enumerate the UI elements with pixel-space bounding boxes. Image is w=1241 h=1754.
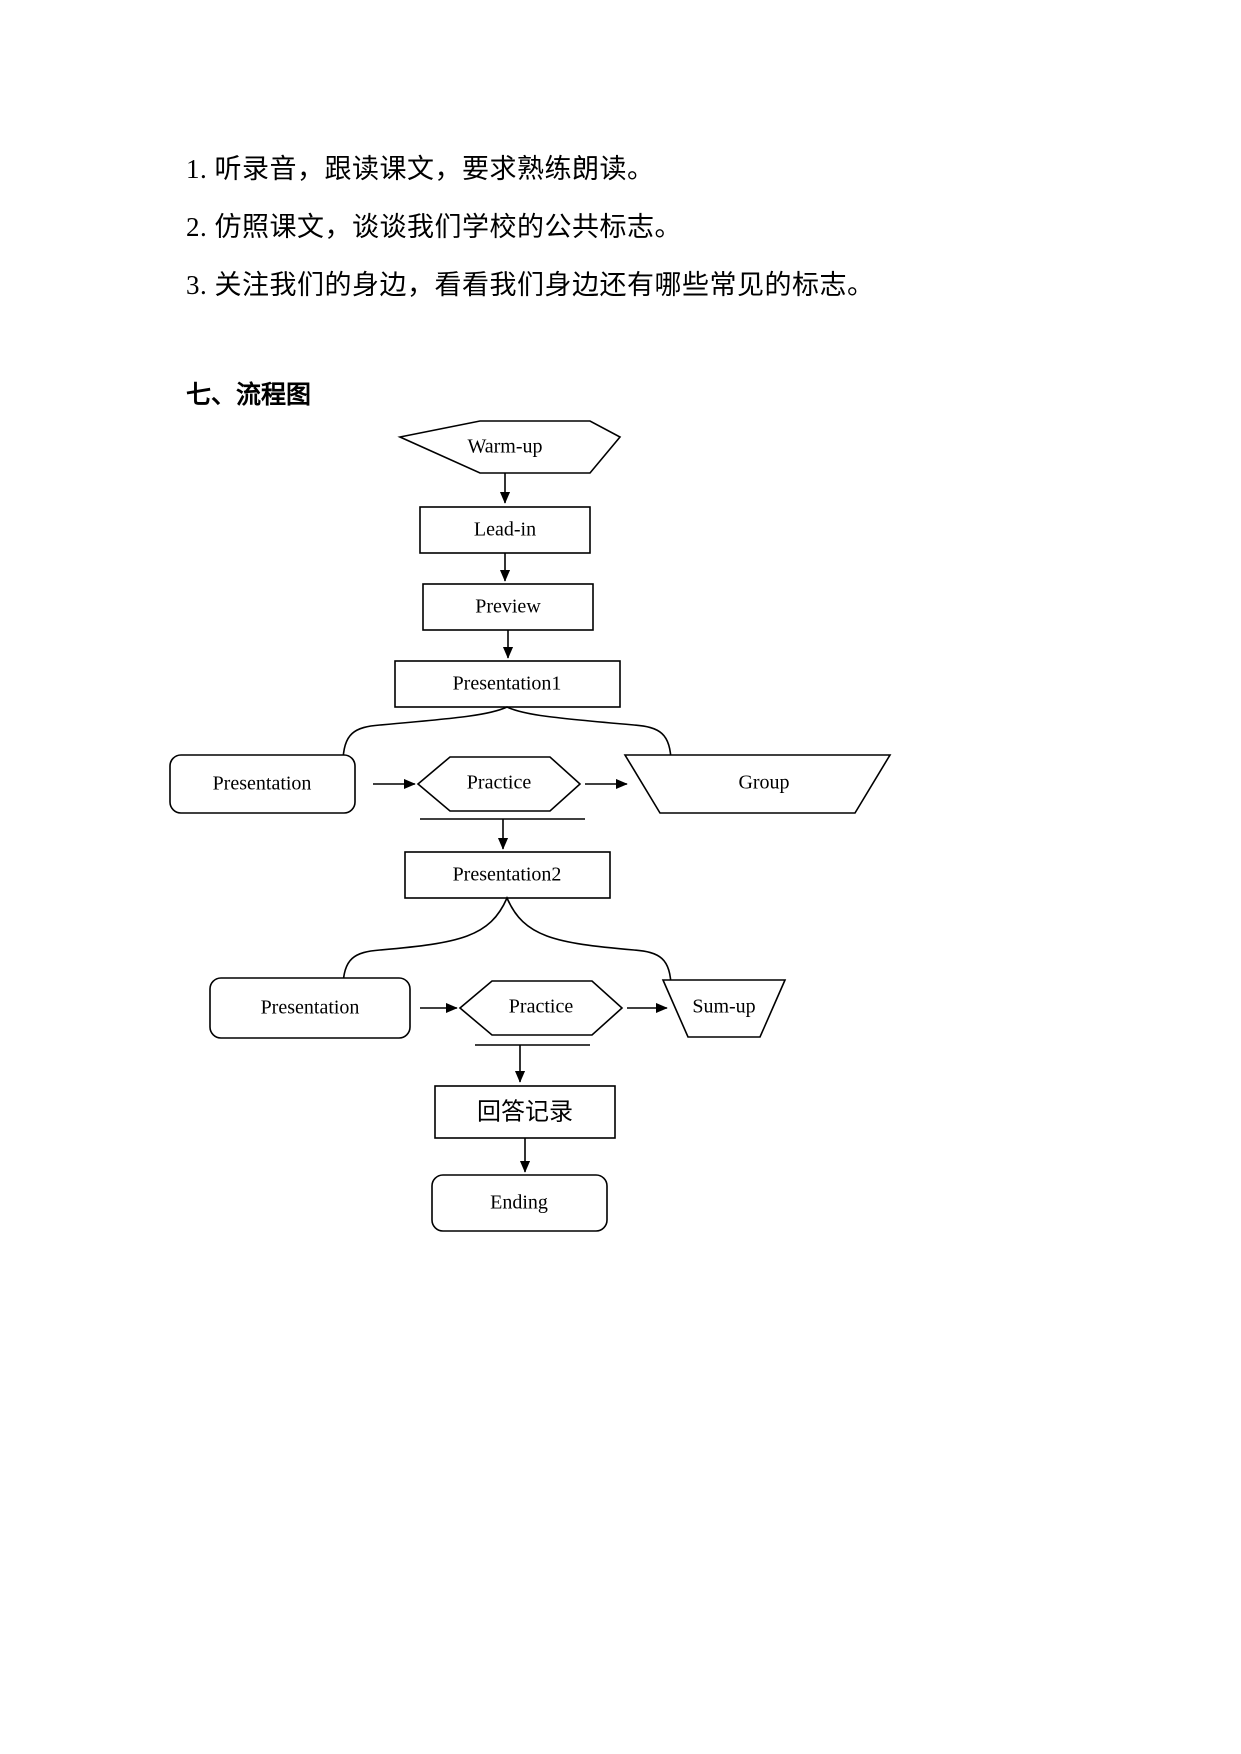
brace-presentation2 (342, 896, 672, 989)
node-warm-up-label: Warm-up (467, 436, 542, 458)
node-answer-record: 回答记录 (434, 1085, 616, 1139)
node-lead-in-label: Lead-in (474, 519, 536, 541)
node-practice-2-label: Practice (509, 996, 574, 1018)
node-preview: Preview (422, 583, 594, 631)
instruction-item-2: 2. 仿照课文，谈谈我们学校的公共标志。 (186, 212, 682, 242)
instruction-item-3: 3. 关注我们的身边，看看我们身边还有哪些常见的标志。 (186, 270, 875, 300)
node-group-label: Group (738, 772, 789, 794)
flowchart: Warm-up Lead-in Preview Presentation1 (130, 415, 1110, 1265)
node-practice-1: Practice (416, 756, 582, 812)
node-sum-up-label: Sum-up (692, 996, 755, 1018)
node-presentation1-label: Presentation1 (453, 673, 562, 695)
node-presentation-a: Presentation (169, 754, 356, 814)
node-presentation-a-label: Presentation (213, 773, 312, 795)
node-presentation1: Presentation1 (394, 660, 621, 708)
node-ending: Ending (431, 1174, 608, 1232)
node-group: Group (623, 754, 892, 814)
node-lead-in: Lead-in (419, 506, 591, 554)
node-answer-record-label: 回答记录 (477, 1098, 573, 1125)
node-presentation-b: Presentation (209, 977, 411, 1039)
node-presentation2-label: Presentation2 (453, 864, 562, 886)
instruction-item-1: 1. 听录音，跟读课文，要求熟练朗读。 (186, 154, 655, 184)
node-presentation2: Presentation2 (404, 851, 611, 899)
node-warm-up: Warm-up (397, 420, 622, 474)
node-sum-up: Sum-up (661, 979, 787, 1038)
section-heading: 七、流程图 (186, 381, 312, 409)
instruction-list: 1. 听录音，跟读课文，要求熟练朗读。 2. 仿照课文，谈谈我们学校的公共标志。… (186, 140, 1086, 314)
node-practice-1-label: Practice (467, 772, 532, 794)
node-ending-label: Ending (490, 1192, 548, 1214)
node-presentation-b-label: Presentation (261, 997, 360, 1019)
brace-presentation1 (342, 706, 672, 764)
node-practice-2: Practice (458, 980, 624, 1036)
node-preview-label: Preview (475, 596, 541, 618)
